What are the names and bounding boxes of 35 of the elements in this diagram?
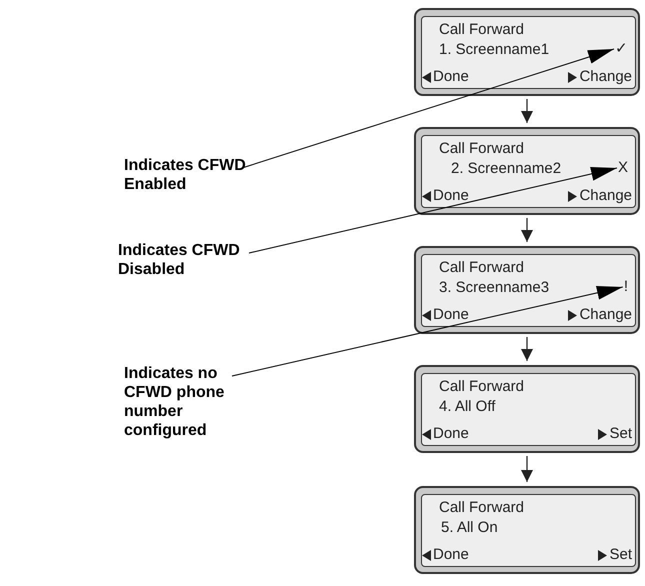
- phone-display: [414, 365, 640, 453]
- flow-arrow: [521, 456, 533, 482]
- softkey-label: Done: [433, 68, 469, 86]
- screen-title: Call Forward: [439, 378, 524, 396]
- softkey-label: Set: [609, 546, 632, 564]
- phone-display: [414, 486, 640, 574]
- menu-item: 3. Screenname3: [439, 279, 550, 297]
- screen-title: Call Forward: [439, 140, 524, 158]
- menu-item: 4. All Off: [439, 398, 496, 416]
- leader-line: [242, 48, 614, 168]
- flow-arrow: [521, 336, 533, 362]
- softkey-label: Change: [579, 187, 632, 205]
- softkey-label: Done: [433, 187, 469, 205]
- status-mark: X: [618, 159, 628, 177]
- softkey-label: Set: [609, 425, 632, 443]
- softkey-label: Done: [433, 425, 469, 443]
- phone-display: [414, 8, 640, 96]
- screen-title: Call Forward: [439, 21, 524, 39]
- softkey-label: Done: [433, 546, 469, 564]
- status-mark: ✓: [615, 40, 628, 58]
- softkey-label: Change: [579, 306, 632, 324]
- phone-display: [414, 246, 640, 334]
- menu-item: 2. Screenname2: [451, 160, 562, 178]
- menu-item: 1. Screenname1: [439, 41, 550, 59]
- leader-line: [232, 286, 624, 376]
- phone-display: [414, 127, 640, 215]
- status-mark: !: [624, 278, 628, 296]
- screen-title: Call Forward: [439, 499, 524, 517]
- softkey-label: Change: [579, 68, 632, 86]
- leader-line: [248, 167, 618, 254]
- flow-arrow: [521, 98, 533, 124]
- softkey-label: Done: [433, 306, 469, 324]
- menu-item: 5. All On: [441, 519, 498, 537]
- flow-arrow: [521, 218, 533, 242]
- screen-title: Call Forward: [439, 259, 524, 277]
